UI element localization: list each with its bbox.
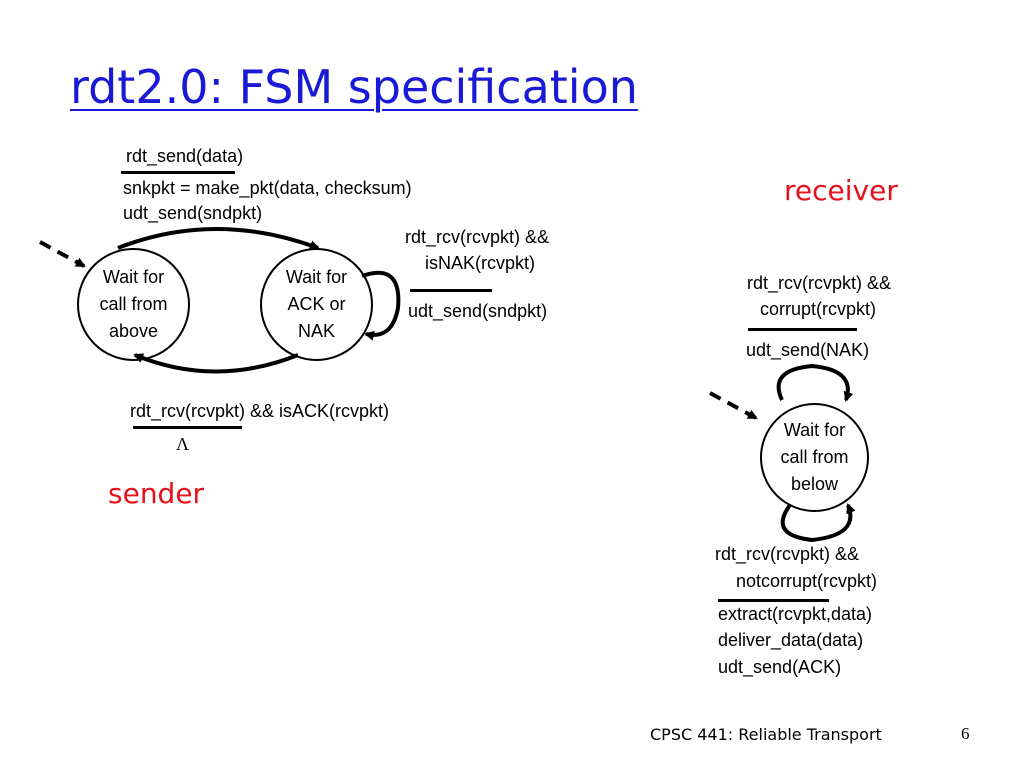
- notcorrupt-action-2: deliver_data(data): [718, 630, 864, 650]
- nak-event-line-2: isNAK(rcvpkt): [425, 253, 536, 273]
- notcorrupt-event-line-2: notcorrupt(rcvpkt): [736, 571, 878, 591]
- state-wait-call-above-label: Wait for call from above: [99, 267, 168, 341]
- ack-transition-rule: [133, 426, 242, 429]
- send-transition-rule: [121, 171, 235, 174]
- state-wait-call-below: Wait for call from below: [760, 403, 869, 512]
- state-wait-ack-nak-label: Wait for ACK or NAK: [285, 267, 348, 341]
- send-action-1: snkpkt = make_pkt(data, checksum): [123, 178, 412, 198]
- corrupt-event-line-1: rdt_rcv(rcvpkt) &&: [747, 273, 892, 293]
- receiver-label: receiver: [784, 174, 898, 207]
- nak-transition-rule: [410, 289, 492, 292]
- arrow-corrupt-selfloop: [776, 363, 854, 402]
- corrupt-event-line-2: corrupt(rcvpkt): [760, 299, 877, 319]
- notcorrupt-action-1: extract(rcvpkt,data): [718, 604, 873, 624]
- page-number: 6: [961, 724, 970, 743]
- footer-text: CPSC 441: Reliable Transport: [650, 725, 882, 744]
- send-event-label: rdt_send(data): [126, 146, 244, 166]
- arrow-notcorrupt-selfloop: [780, 503, 856, 543]
- notcorrupt-action-3: udt_send(ACK): [718, 657, 842, 677]
- state-wait-ack-nak: Wait for ACK or NAK: [260, 248, 373, 361]
- send-action-2: udt_send(sndpkt): [123, 203, 263, 223]
- ack-event-label: rdt_rcv(rcvpkt) && isACK(rcvpkt): [130, 401, 390, 421]
- nak-event-line-1: rdt_rcv(rcvpkt) &&: [405, 227, 550, 247]
- sender-label: sender: [108, 477, 205, 510]
- nak-action: udt_send(sndpkt): [408, 301, 548, 321]
- state-wait-call-above: Wait for call from above: [77, 248, 190, 361]
- notcorrupt-event-line-1: rdt_rcv(rcvpkt) &&: [715, 544, 860, 564]
- corrupt-transition-rule: [748, 328, 857, 331]
- arrow-sender-initial: [39, 240, 86, 268]
- state-wait-call-below-label: Wait for call from below: [780, 420, 849, 494]
- notcorrupt-transition-rule: [718, 599, 829, 602]
- arrow-ack-transition: [133, 353, 299, 374]
- slide-title: rdt2.0: FSM specification: [70, 60, 638, 114]
- corrupt-action: udt_send(NAK): [746, 340, 870, 360]
- arrow-nak-selfloop: [361, 270, 401, 341]
- arrow-send-transition: [117, 227, 320, 250]
- arrow-receiver-initial: [709, 391, 758, 420]
- ack-action-lambda: Λ: [176, 434, 190, 454]
